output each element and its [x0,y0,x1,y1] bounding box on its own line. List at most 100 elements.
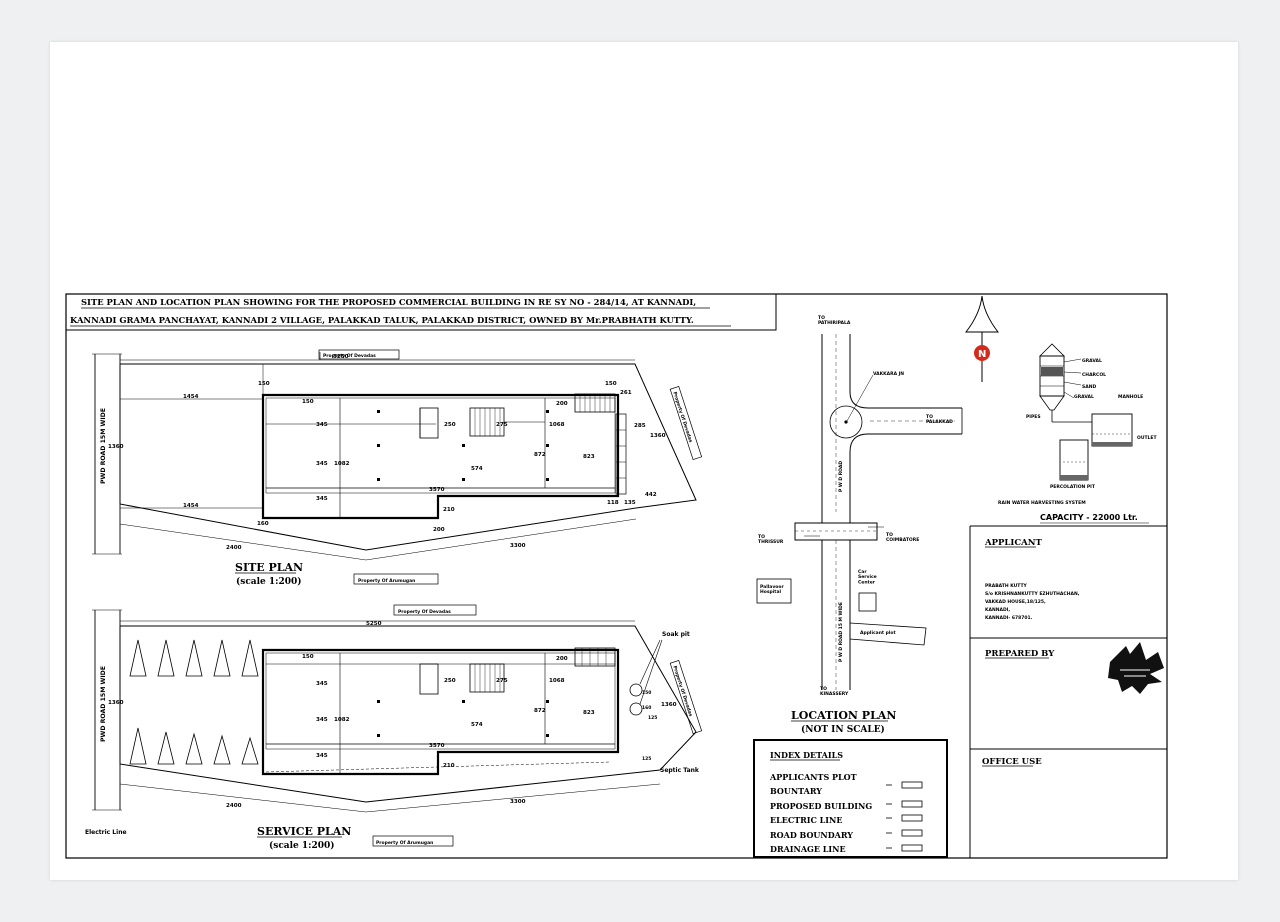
index-swatch-3 [901,814,923,822]
site-dim-250: 250 [444,422,456,428]
service-septic-tank: Septic Tank [660,767,700,774]
service-plan: Property Of Devadas 5250 Property Of Aru… [85,604,703,851]
site-dim-261: 261 [620,390,632,396]
info-panel: APPLICANT PRABATH KUTTY S/o KRISHNANKUTT… [969,525,1167,858]
service-property-top: Property Of Devadas [398,609,451,615]
drawing-sheet: SITE PLAN AND LOCATION PLAN SHOWING FOR … [50,42,1238,880]
service-dim-pit-150: 150 [642,690,651,696]
service-dim-3300: 3300 [510,799,526,805]
site-plan-drawing: SITE PLAN AND LOCATION PLAN SHOWING FOR … [65,293,1168,859]
site-dim-345c: 345 [316,496,328,502]
service-dim-125: 125 [642,756,651,762]
site-dim-345a: 345 [316,422,328,428]
rwh-capacity: CAPACITY - 22000 Ltr. [1040,513,1138,522]
service-plan-scale: (scale 1:200) [269,840,335,851]
site-dim-setback-top: 150 [258,381,270,387]
service-dim-210: 210 [443,763,455,769]
site-dim-200: 200 [556,401,568,407]
index-swatch-4 [901,829,923,837]
service-dim-345a: 345 [316,681,328,687]
site-dim-574: 574 [471,466,483,472]
service-plan-heading: SERVICE PLAN [257,825,351,838]
service-dim-823: 823 [583,710,595,716]
index-item-1: APPLICANTS PLOT [769,772,857,782]
site-plan-scale: (scale 1:200) [236,576,302,587]
site-plan: 5250 Property Of Devadas Property Of Aru… [92,349,703,587]
rwh-pipes: PIPES [1026,414,1041,420]
service-dim-275: 275 [496,678,508,684]
index-swatch-5 [901,844,923,852]
service-dim-1068: 1068 [549,678,565,684]
site-dim-top: 5250 [333,354,349,360]
index-heading: INDEX DETAILS [770,750,843,760]
site-dim-135: 135 [624,500,636,506]
service-dim-345c: 345 [316,753,328,759]
service-dim-574: 574 [471,722,483,728]
site-dim-1068: 1068 [549,422,565,428]
service-dim-250: 250 [444,678,456,684]
site-dim-1082: 1082 [334,461,350,467]
site-dim-inner-150: 150 [302,399,314,405]
service-road-label: PWD ROAD 15M WIDE [100,666,107,742]
rain-water-harvesting: GRAVAL CHARCOL SAND GRAVAL MANHOLE PIPES… [998,343,1157,524]
service-dim-top: 5250 [366,621,382,627]
rwh-sand: SAND [1082,384,1096,390]
office-use-heading: OFFICE USE [982,757,1042,767]
site-dim-2400: 2400 [226,545,242,551]
site-dim-823: 823 [583,454,595,460]
service-dim-3570: 3570 [429,743,445,749]
location-applicant-plot: Applicant plot [860,630,896,636]
service-dim-872: 872 [534,708,546,714]
site-dim-872: 872 [534,452,546,458]
site-dim-200-bottom: 200 [433,527,445,533]
applicant-line-4: KANNADI, [985,607,1010,613]
site-property-top: Property Of Devadas [323,353,376,359]
rwh-outlet: OUTLET [1137,435,1157,441]
service-dim-1082: 1082 [334,717,350,723]
service-soak-pit: Soak pit [662,631,690,638]
applicant-heading: APPLICANT [984,538,1042,548]
rwh-manhole: MANHOLE [1118,394,1143,400]
north-letter: N [978,349,986,360]
site-dim-right-depth: 1360 [650,433,666,439]
north-arrow-icon: N [964,295,1000,382]
site-plan-heading: SITE PLAN [235,561,303,574]
service-dim-2400: 2400 [226,803,242,809]
site-dim-setback-bottom: 160 [257,521,269,527]
service-dim-right-depth: 1360 [661,702,677,708]
site-dim-118: 118 [607,500,619,506]
site-property-bottom: Property Of Arumugan [358,578,415,584]
seal-stamp-icon [1108,642,1164,694]
rwh-system: RAIN WATER HARVESTING SYSTEM [998,500,1086,506]
location-plan-scale: (NOT IN SCALE) [801,724,885,735]
site-dim-150-right: 150 [605,381,617,387]
service-dim-pit-125: 125 [648,715,657,721]
prepared-by-heading: PREPARED BY [985,649,1055,659]
applicant-line-2: S/o KRISHNANKUTTY EZHUTHACHAN, [985,591,1080,597]
title-line-2: KANNADI GRAMA PANCHAYAT, KANNADI 2 VILLA… [70,315,694,325]
site-dim-front-bottom: 1454 [183,503,199,509]
index-swatch-1 [901,781,923,789]
site-dim-front-top: 1454 [183,394,199,400]
title-block: SITE PLAN AND LOCATION PLAN SHOWING FOR … [65,293,777,331]
index-item-5: ROAD BOUNDARY [770,830,853,840]
service-dim-inner-150: 150 [302,654,314,660]
location-junction: VAKKARA JN [873,371,904,377]
site-road-depth: 1360 [108,444,124,450]
index-item-6: DRAINAGE LINE [770,844,846,854]
site-dim-285: 285 [634,423,646,429]
service-electric-line: Electric Line [85,829,127,836]
site-dim-442: 442 [645,492,657,498]
outer-frame [65,293,1168,859]
index-item-2: BOUNTARY [770,786,822,796]
index-details: INDEX DETAILS APPLICANTS PLOT BOUNTARY P… [753,739,948,858]
title-line-1: SITE PLAN AND LOCATION PLAN SHOWING FOR … [81,297,696,307]
service-road-depth: 1360 [108,700,124,706]
